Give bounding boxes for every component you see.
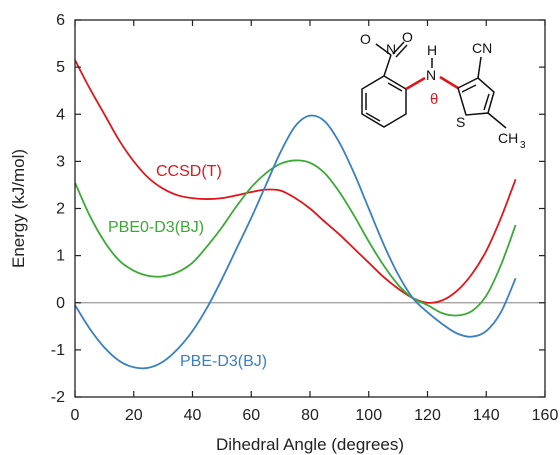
x-tick-label: 80 bbox=[301, 407, 319, 424]
series-group bbox=[74, 59, 517, 370]
molecule-labels: O N O H N θ CN S CH 3 bbox=[360, 29, 526, 151]
benzene-inner-bond-3 bbox=[365, 112, 381, 122]
series-label-ccsdt: CCSD(T) bbox=[156, 163, 222, 180]
atom-n-amine: N bbox=[426, 67, 436, 83]
atom-n-nitro: N bbox=[386, 41, 396, 57]
y-tick-label: 5 bbox=[56, 59, 65, 76]
x-tick-label: 0 bbox=[71, 407, 80, 424]
thiophene-ring bbox=[457, 77, 495, 116]
atom-o-left: O bbox=[360, 31, 371, 47]
x-tick-label: 160 bbox=[532, 407, 559, 424]
y-tick-label: 6 bbox=[56, 12, 65, 29]
nitrile-label: CN bbox=[472, 40, 492, 56]
series-label-pbe-d3bj: PBE-D3(BJ) bbox=[180, 353, 267, 370]
thiophene-inner-bond-2 bbox=[483, 93, 490, 111]
atom-o-right: O bbox=[402, 29, 413, 45]
dihedral-theta-label: θ bbox=[430, 91, 438, 108]
methyl-label: CH bbox=[498, 130, 518, 146]
y-tick-label: 3 bbox=[56, 153, 65, 170]
methyl-bond bbox=[487, 112, 507, 129]
nitro-o-bond-right bbox=[392, 41, 405, 55]
y-axis-title: Energy (kJ/mol) bbox=[9, 149, 28, 268]
y-tick-label: 4 bbox=[56, 106, 65, 123]
series-line-0 bbox=[74, 59, 517, 304]
nitro-o-bond-left bbox=[375, 43, 392, 56]
nitro-o-bond-right-double bbox=[395, 44, 408, 58]
x-axis-title: Dihedral Angle (degrees) bbox=[216, 435, 404, 454]
series-line-1 bbox=[74, 159, 517, 317]
atom-h: H bbox=[427, 42, 437, 58]
molecule-structure-annotation bbox=[361, 41, 507, 129]
x-tick-label: 40 bbox=[184, 407, 202, 424]
x-tick-label: 20 bbox=[125, 407, 143, 424]
dihedral-bond-right bbox=[439, 75, 459, 90]
methyl-subscript: 3 bbox=[520, 140, 526, 151]
x-tick-label: 60 bbox=[242, 407, 260, 424]
benzene-inner-bond-1 bbox=[387, 82, 403, 92]
x-tick-label: 120 bbox=[414, 407, 441, 424]
series-line-2 bbox=[74, 114, 517, 370]
y-tick-label: -1 bbox=[51, 342, 65, 359]
x-tick-label: 140 bbox=[473, 407, 500, 424]
nitrile-bond bbox=[477, 56, 482, 79]
atom-s: S bbox=[456, 114, 465, 130]
series-label-pbe0-d3bj: PBE0-D3(BJ) bbox=[108, 219, 204, 236]
y-tick-label: 1 bbox=[56, 248, 65, 265]
ticks-group: 0 20 40 60 80 100 120 140 160 -2 -1 0 1 2 3 4 5 6 bbox=[51, 12, 559, 424]
y-tick-label: 2 bbox=[56, 201, 65, 218]
x-tick-label: 100 bbox=[355, 407, 382, 424]
thiophene-inner-bond-1 bbox=[461, 84, 477, 93]
nitro-bond bbox=[383, 54, 392, 77]
y-tick-label: -2 bbox=[51, 389, 65, 406]
dihedral-bond-left bbox=[405, 76, 426, 91]
y-tick-label: 0 bbox=[56, 295, 65, 312]
